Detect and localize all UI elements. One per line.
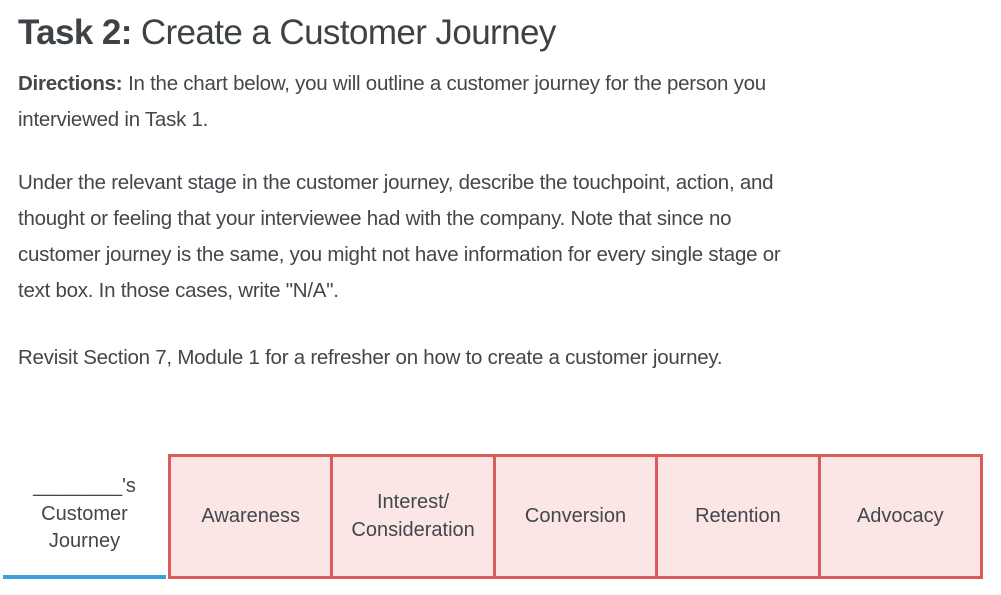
page-title: Task 2:Create a Customer Journey — [18, 11, 556, 55]
stage-header-retention[interactable]: Retention — [655, 454, 821, 579]
journey-owner-cell[interactable]: ________'s Customer Journey — [3, 454, 166, 579]
directions-text: In the chart below, you will outline a c… — [18, 72, 766, 131]
task-number-label: Task 2: — [18, 13, 132, 52]
stage-header-interest-consideration[interactable]: Interest/ Consideration — [330, 454, 496, 579]
stage-header-conversion[interactable]: Conversion — [492, 454, 659, 579]
revisit-paragraph: Revisit Section 7, Module 1 for a refres… — [18, 346, 723, 369]
directions-label: Directions: — [18, 72, 123, 95]
directions-paragraph: Directions:In the chart below, you will … — [18, 66, 976, 138]
task-title-text: Create a Customer Journey — [140, 13, 557, 52]
stage-header-awareness[interactable]: Awareness — [168, 454, 334, 579]
instructions-paragraph: Under the relevant stage in the customer… — [18, 171, 781, 302]
customer-journey-table: ________'s Customer Journey Awareness In… — [3, 454, 984, 579]
stage-header-advocacy[interactable]: Advocacy — [817, 454, 984, 579]
